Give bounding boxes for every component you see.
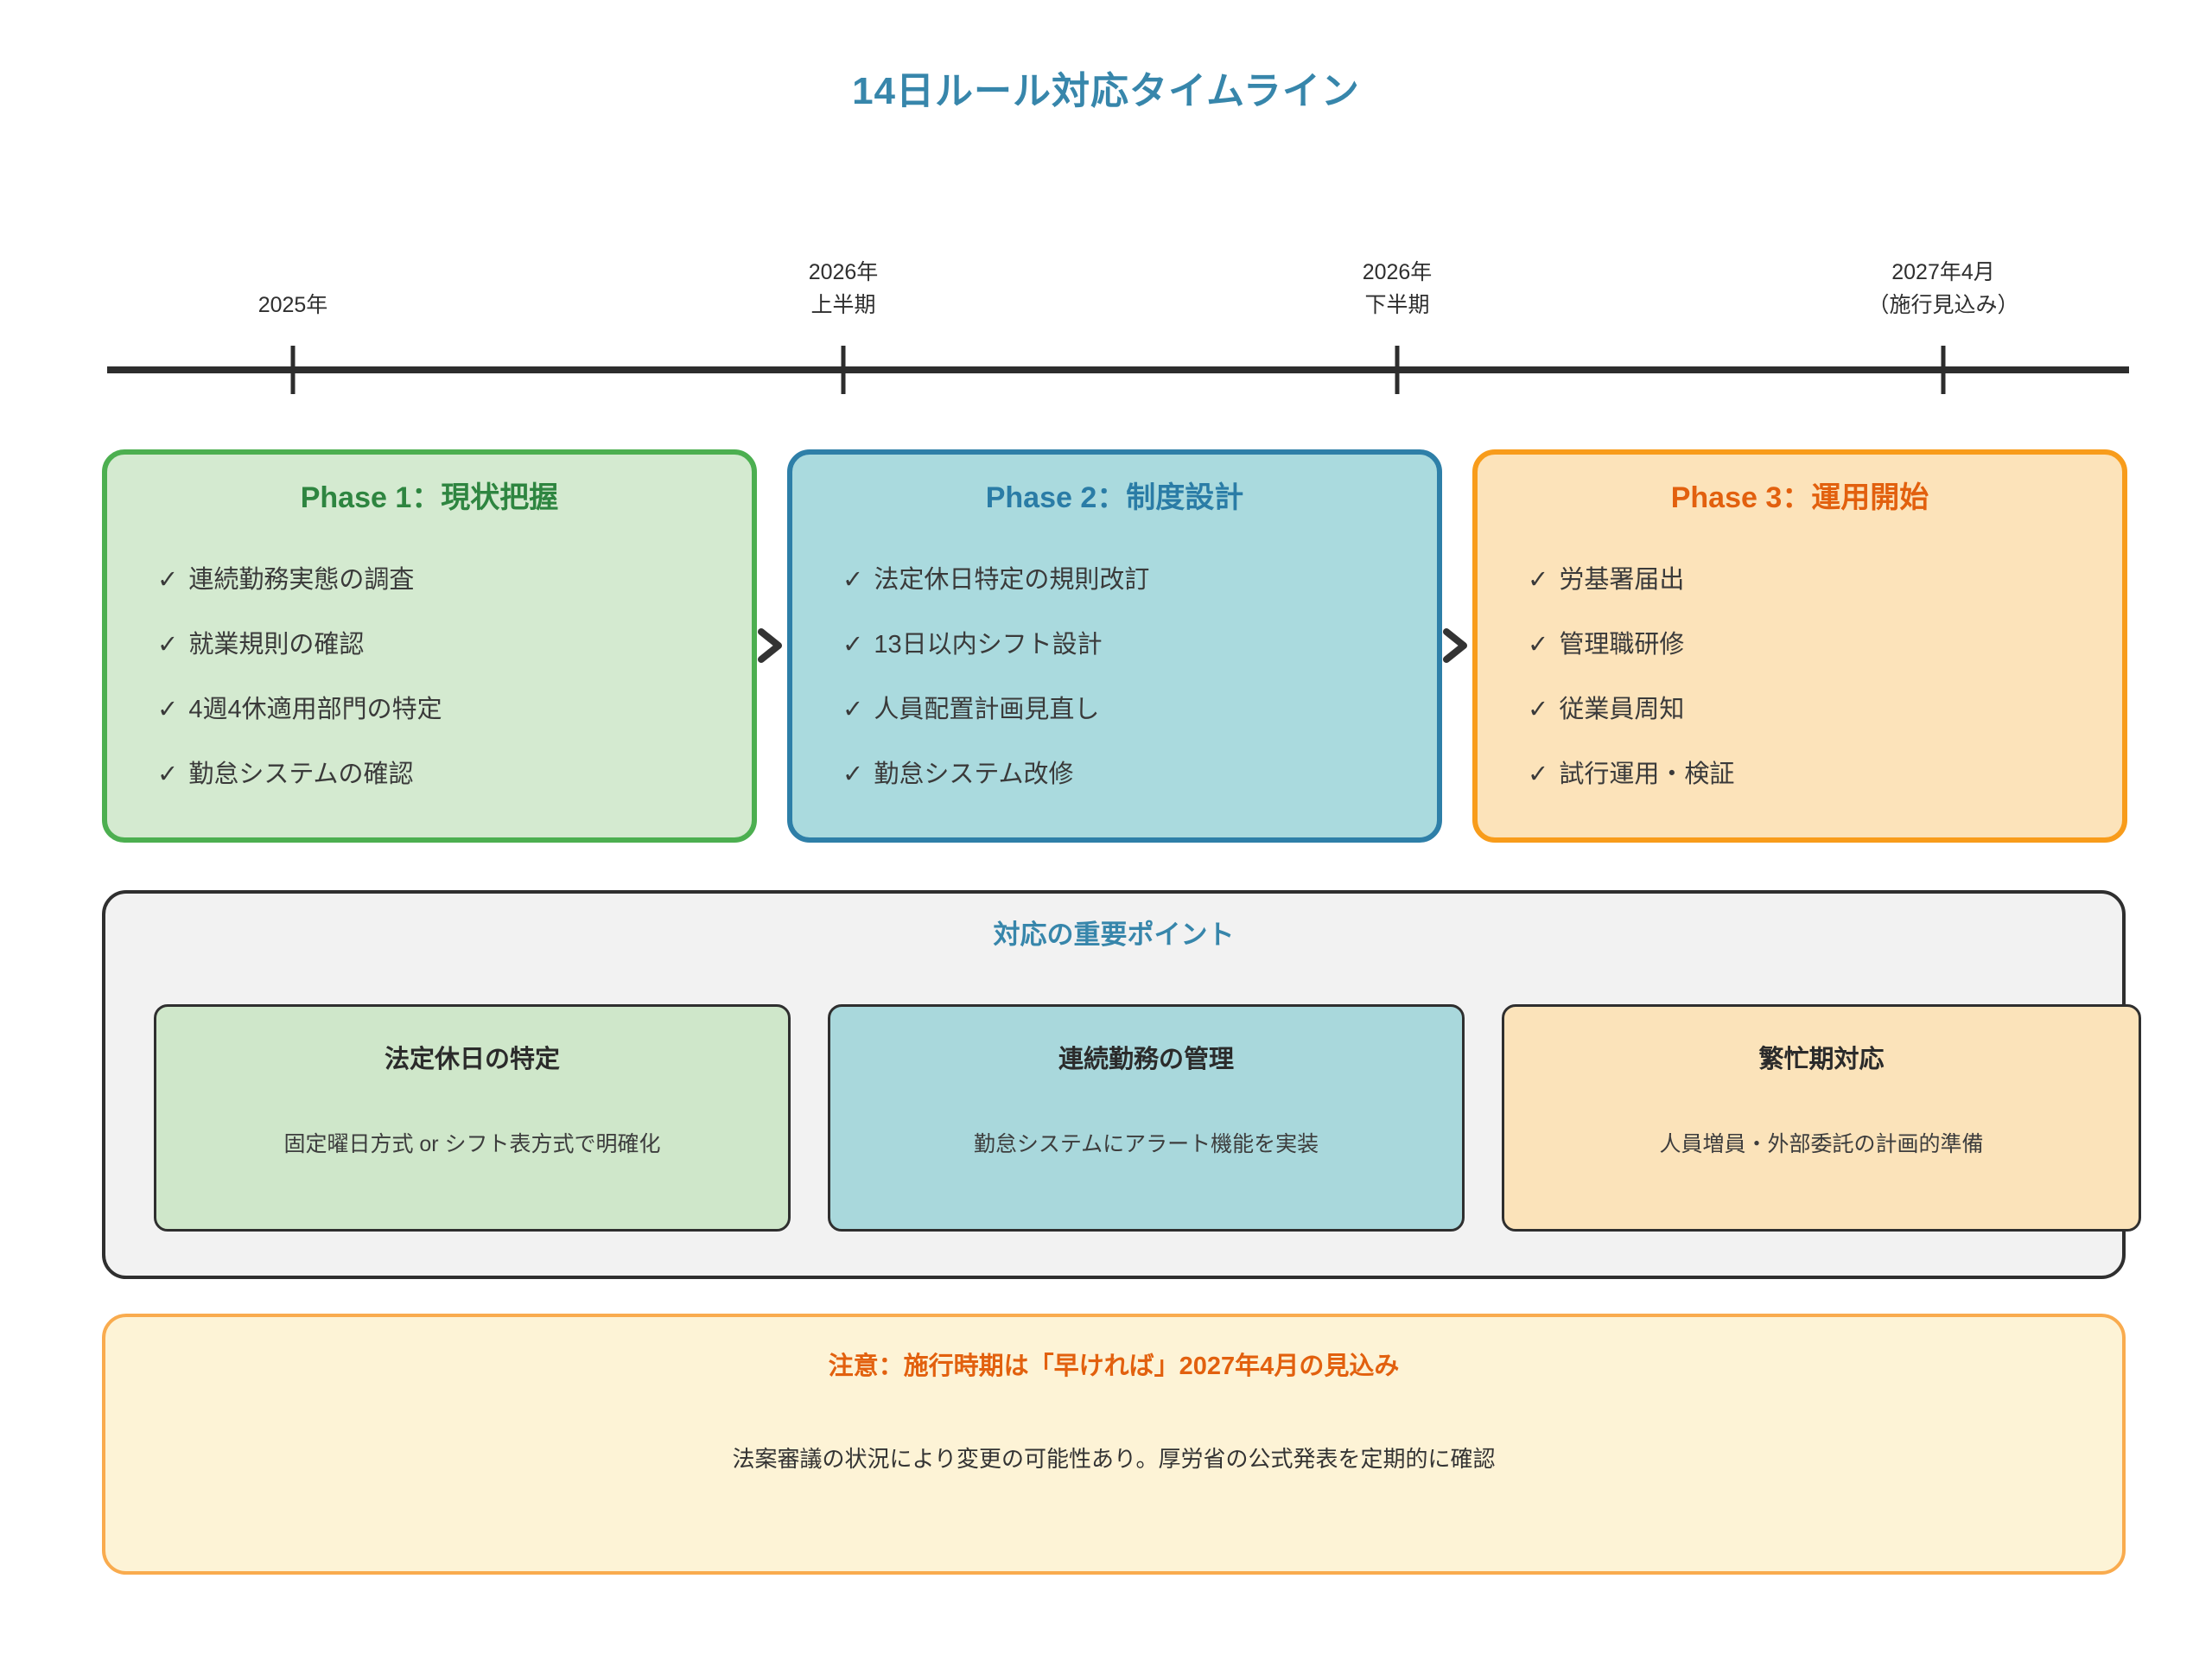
arrow-right-icon <box>758 628 782 663</box>
phase-1-title: Phase 1：現状把握 <box>300 481 559 514</box>
phase-1-card: Phase 1：現状把握 ✓ 連続勤務実態の調査 ✓ 就業規則の確認 ✓ 4週4… <box>102 449 757 843</box>
phase-2-card: Phase 2：制度設計 ✓ 法定休日特定の規則改訂 ✓ 13日以内シフト設計 … <box>787 449 1442 843</box>
list-item: ✓ 管理職研修 <box>1528 628 2122 661</box>
timeline-label-line: 2026年 <box>1362 260 1433 284</box>
timeline-tick <box>1941 346 1946 394</box>
check-icon: ✓ <box>157 566 179 594</box>
check-icon: ✓ <box>1528 566 1549 594</box>
list-item: ✓ 勤怠システムの確認 <box>157 758 752 791</box>
list-item-label: 試行運用・検証 <box>1559 761 1735 788</box>
list-item-label: 労基署届出 <box>1559 566 1685 594</box>
list-item-label: 人員配置計画見直し <box>874 696 1100 723</box>
list-item-label: 就業規則の確認 <box>188 631 365 659</box>
key-points-panel: 対応の重要ポイント 法定休日の特定 固定曜日方式 or シフト表方式で明確化 連… <box>102 890 2141 1279</box>
list-item: ✓ 人員配置計画見直し <box>842 693 1437 726</box>
key-point-card-busy-season: 繁忙期対応 人員増員・外部委託の計画的準備 <box>1502 1004 2141 1232</box>
caution-note-panel: 注意：施行時期は「早ければ」2027年4月の見込み 法案審議の状況により変更の可… <box>102 1314 2126 1575</box>
page-title: 14日ルール対応タイムライン <box>852 70 1360 112</box>
list-item-label: 勤怠システムの確認 <box>188 761 414 788</box>
key-point-desc: 固定曜日方式 or シフト表方式で明確化 <box>283 1132 661 1156</box>
list-item-label: 管理職研修 <box>1559 631 1685 659</box>
check-icon: ✓ <box>842 566 864 594</box>
list-item: ✓ 連続勤務実態の調査 <box>157 563 752 596</box>
timeline-label-2026-h2: 2026年 下半期 <box>1363 249 1433 321</box>
check-icon: ✓ <box>157 631 179 659</box>
timeline-label-line: 下半期 <box>1364 293 1430 317</box>
key-point-desc: 人員増員・外部委託の計画的準備 <box>1659 1132 1984 1156</box>
check-icon: ✓ <box>842 696 864 723</box>
list-item: ✓ 試行運用・検証 <box>1528 758 2122 791</box>
list-item-label: 勤怠システム改修 <box>874 761 1074 788</box>
caution-note-title: 注意：施行時期は「早ければ」2027年4月の見込み <box>828 1353 1400 1380</box>
list-item: ✓ 勤怠システム改修 <box>842 758 1437 791</box>
check-icon: ✓ <box>1528 631 1549 659</box>
phase-1-items: ✓ 連続勤務実態の調査 ✓ 就業規則の確認 ✓ 4週4休適用部門の特定 ✓ 勤怠… <box>107 563 752 791</box>
timeline-label-2026-h1: 2026年 上半期 <box>809 249 879 321</box>
list-item-label: 法定休日特定の規則改訂 <box>874 566 1150 594</box>
timeline-label-line: 2026年 <box>808 260 879 284</box>
list-item: ✓ 13日以内シフト設計 <box>842 628 1437 661</box>
timeline-tick <box>841 346 846 394</box>
key-points-heading: 対応の重要ポイント <box>993 920 1235 950</box>
timeline-tick <box>290 346 296 394</box>
key-point-desc: 勤怠システムにアラート機能を実装 <box>973 1132 1319 1156</box>
key-point-card-consecutive-work: 連続勤務の管理 勤怠システムにアラート機能を実装 <box>828 1004 1465 1232</box>
list-item: ✓ 労基署届出 <box>1528 563 2122 596</box>
timeline-tick <box>1395 346 1400 394</box>
key-point-title: 繁忙期対応 <box>1758 1046 1885 1073</box>
check-icon: ✓ <box>1528 696 1549 723</box>
list-item-label: 4週4休適用部門の特定 <box>188 696 442 723</box>
phase-2-title: Phase 2：制度設計 <box>985 481 1244 514</box>
timeline-label-line: （施行見込み） <box>1867 293 2019 317</box>
arrow-right-icon <box>1443 628 1467 663</box>
timeline-label-2027-apr: 2027年4月 （施行見込み） <box>1867 249 2018 321</box>
list-item-label: 連続勤務実態の調査 <box>188 566 415 594</box>
key-point-title: 連続勤務の管理 <box>1058 1046 1234 1073</box>
key-point-title: 法定休日の特定 <box>384 1046 560 1073</box>
list-item: ✓ 4週4休適用部門の特定 <box>157 693 752 726</box>
check-icon: ✓ <box>157 761 179 788</box>
list-item-label: 13日以内シフト設計 <box>874 631 1103 659</box>
list-item: ✓ 法定休日特定の規則改訂 <box>842 563 1437 596</box>
phase-3-card: Phase 3：運用開始 ✓ 労基署届出 ✓ 管理職研修 ✓ 従業員周知 ✓ 試… <box>1472 449 2127 843</box>
check-icon: ✓ <box>157 696 179 723</box>
check-icon: ✓ <box>842 761 864 788</box>
list-item: ✓ 従業員周知 <box>1528 693 2122 726</box>
list-item: ✓ 就業規則の確認 <box>157 628 752 661</box>
timeline-label-line: 2027年4月 <box>1891 260 1995 284</box>
timeline-label-line: 2025年 <box>257 293 328 317</box>
phase-2-items: ✓ 法定休日特定の規則改訂 ✓ 13日以内シフト設計 ✓ 人員配置計画見直し ✓… <box>792 563 1437 791</box>
timeline-label-2025: 2025年 <box>258 249 328 321</box>
phase-3-items: ✓ 労基署届出 ✓ 管理職研修 ✓ 従業員周知 ✓ 試行運用・検証 <box>1478 563 2122 791</box>
phase-3-title: Phase 3：運用開始 <box>1670 481 1929 514</box>
check-icon: ✓ <box>842 631 864 659</box>
list-item-label: 従業員周知 <box>1559 696 1685 723</box>
caution-note-body: 法案審議の状況により変更の可能性あり。厚労省の公式発表を定期的に確認 <box>732 1446 1496 1472</box>
check-icon: ✓ <box>1528 761 1549 788</box>
key-point-card-legal-holiday: 法定休日の特定 固定曜日方式 or シフト表方式で明確化 <box>154 1004 791 1232</box>
timeline-line <box>107 366 2129 373</box>
timeline-label-line: 上半期 <box>810 293 876 317</box>
